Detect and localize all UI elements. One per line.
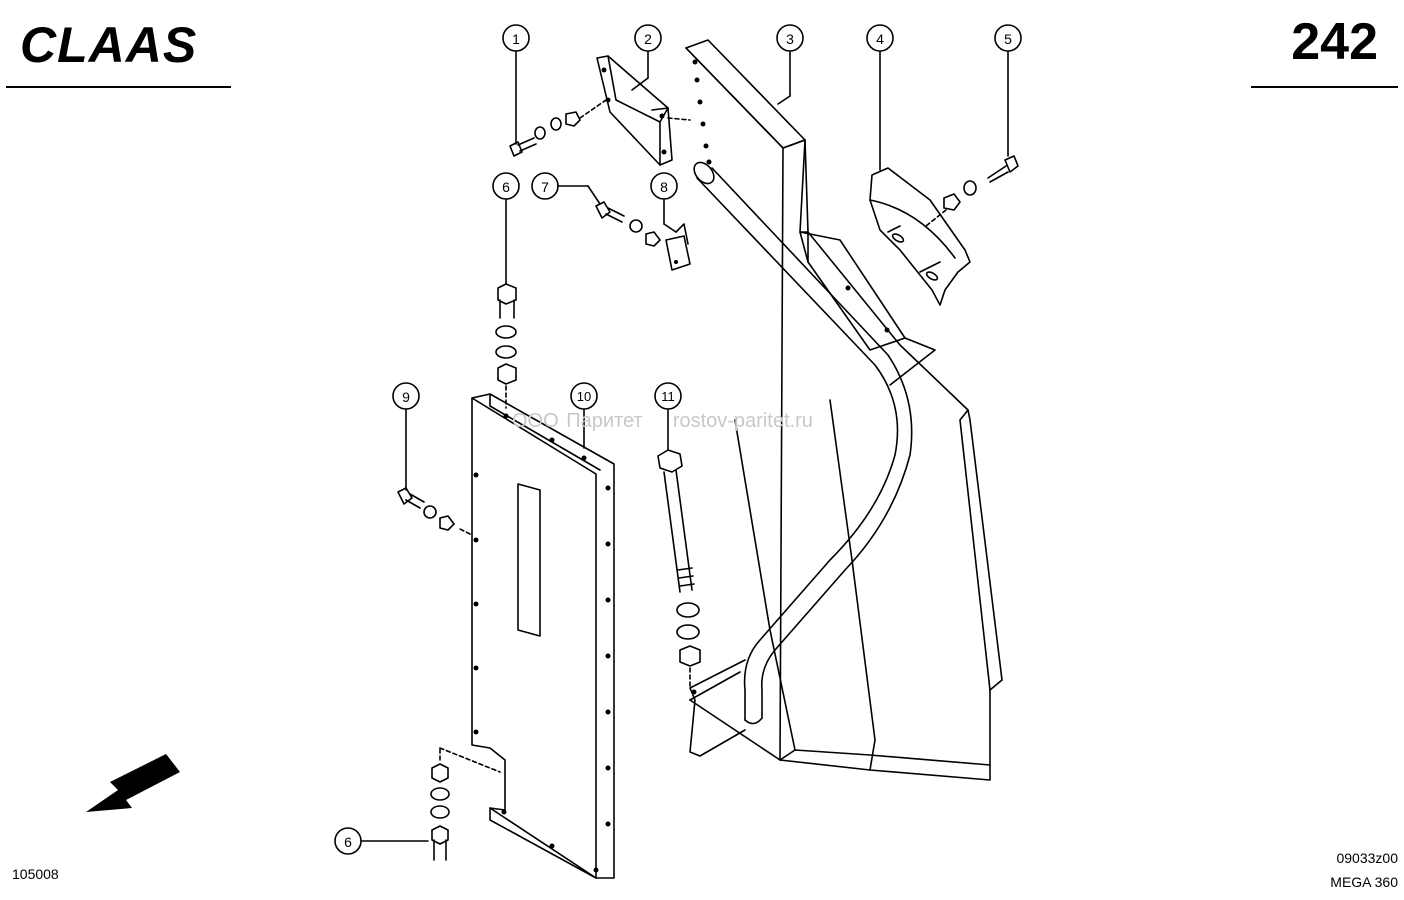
callout-1: 1	[502, 24, 530, 145]
callout-label-3: 3	[786, 31, 794, 47]
callout-label-9: 9	[402, 389, 410, 405]
callout-8: 8	[650, 172, 678, 233]
sheet-code: 09033z00	[1336, 850, 1398, 866]
callout-7: 7	[531, 172, 601, 205]
part-9-fasteners	[397, 487, 455, 531]
part-1-fasteners	[509, 99, 607, 157]
callout-label-7: 7	[541, 179, 549, 195]
page-number: 242	[1291, 13, 1378, 71]
callout-3: 3	[776, 24, 804, 105]
callout-label-11: 11	[661, 389, 675, 404]
callout-label-10: 10	[577, 389, 591, 404]
callout-label-6-bottom: 6	[344, 834, 352, 850]
callout-10: 10	[570, 382, 598, 449]
callout-label-4: 4	[876, 31, 884, 47]
frame-holes	[692, 59, 890, 333]
header-rule-right	[1251, 86, 1398, 88]
callout-label-1: 1	[512, 31, 520, 47]
watermark: ООО Паритет rostov-paritet.ru	[512, 410, 813, 433]
callout-label-2: 2	[644, 31, 652, 47]
part-6-top-fasteners	[495, 283, 517, 409]
callout-2: 2	[631, 24, 662, 91]
part-6-bottom-fasteners	[430, 747, 501, 861]
part-4-guard	[869, 167, 971, 306]
callout-5: 5	[994, 24, 1022, 157]
part-11-long-bolt	[657, 449, 701, 689]
tube-handle	[689, 161, 913, 757]
part-10-panel	[457, 393, 615, 879]
callout-9: 9	[392, 382, 420, 491]
direction-arrow	[86, 754, 180, 812]
drawing-id: 105008	[12, 866, 59, 882]
model-name: MEGA 360	[1330, 874, 1398, 890]
callout-11: 11	[654, 382, 682, 451]
callout-6-bottom: 6	[334, 827, 429, 855]
part-7-fasteners	[595, 201, 661, 247]
part-5-fasteners	[925, 155, 1019, 227]
claas-logo-mark: CLAAS	[20, 17, 197, 73]
header-rule-left	[6, 86, 231, 88]
brand-text: CLAAS	[20, 17, 197, 73]
part-8-plate	[665, 223, 691, 271]
callout-6-top: 6	[492, 172, 520, 285]
claas-logo: CLAAS	[16, 14, 246, 74]
callout-label-6-top: 6	[502, 179, 510, 195]
callout-label-5: 5	[1004, 31, 1012, 47]
callout-4: 4	[866, 24, 894, 171]
watermark-company: ООО Паритет	[512, 410, 643, 432]
watermark-site: rostov-paritet.ru	[672, 410, 813, 432]
panel-holes	[473, 413, 611, 873]
part-3-frame	[685, 39, 1003, 781]
part-2-bracket	[596, 55, 691, 166]
callout-label-8: 8	[660, 179, 668, 195]
